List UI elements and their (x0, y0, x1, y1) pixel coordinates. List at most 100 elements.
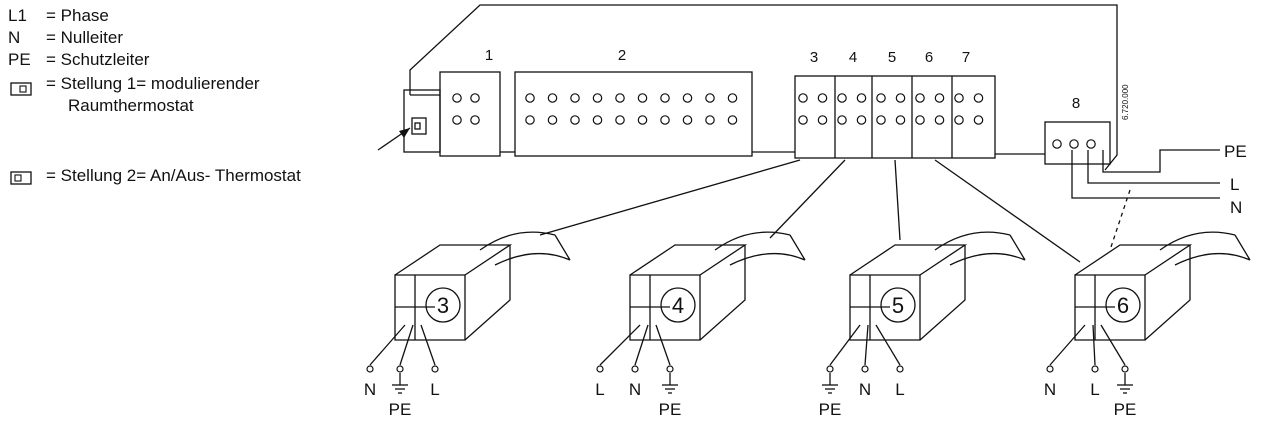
terminal-hole (817, 93, 828, 103)
connector-number-ring (880, 287, 916, 323)
terminal-hole (452, 115, 462, 125)
wire-label: PE (389, 400, 412, 419)
connector-side (1144, 245, 1191, 341)
terminal-hole (592, 93, 603, 103)
terminal-hole (1052, 139, 1062, 149)
connector-top (629, 244, 748, 276)
wire-label: L (1090, 380, 1099, 399)
wire (1049, 324, 1086, 366)
legend-value: = Nulleiter (46, 28, 124, 47)
cable-stub (1159, 231, 1251, 266)
terminal-8-label: 8 (1072, 95, 1080, 112)
wire (1092, 324, 1096, 366)
selector-switch-knob (414, 122, 421, 130)
thermostat-cable (409, 4, 1118, 171)
terminal-hole (727, 115, 738, 125)
wire (655, 324, 671, 366)
terminal-hole (973, 115, 984, 125)
connector-top (394, 244, 513, 276)
wire-terminal-icon (861, 365, 869, 373)
terminal-hole (837, 115, 847, 125)
selector-switch (411, 117, 427, 135)
wire-terminal-icon (1091, 365, 1099, 373)
cable-stub (714, 231, 806, 266)
terminal-hole (954, 115, 964, 125)
wire-label: L (430, 380, 439, 399)
serial-label: 6.720.000 (1121, 84, 1130, 120)
mains-lead-n (1071, 150, 1220, 199)
wire-terminal-icon (396, 365, 404, 373)
terminal-holes (452, 93, 1096, 149)
terminal-hole (798, 115, 808, 125)
terminal-hole (798, 93, 808, 103)
cable-4 (769, 159, 846, 239)
mains-l-label: L (1230, 175, 1239, 194)
wire (829, 324, 861, 366)
terminal-hole (615, 115, 625, 125)
legend-key: N (8, 28, 21, 47)
connector-number: 6 (1117, 293, 1129, 318)
wire-terminal-icon (366, 365, 374, 373)
wire (864, 324, 869, 366)
terminal-hole (452, 93, 462, 103)
connector-side (464, 245, 511, 341)
terminal-hole (525, 93, 535, 103)
terminal-hole (592, 115, 603, 125)
terminal-hole (682, 115, 693, 125)
connector-number-ring (425, 287, 461, 323)
legend-value: = Phase (46, 6, 109, 25)
wire-terminal-icon (631, 365, 639, 373)
terminal-hole (876, 93, 886, 103)
terminal-hole (660, 115, 670, 125)
terminal-hole (525, 115, 535, 125)
terminal-1-label: 1 (485, 47, 493, 64)
terminal-group-3-7 (794, 75, 996, 159)
wire-label: N (629, 380, 641, 399)
dashed-link (1109, 189, 1131, 251)
terminal-hole (895, 115, 906, 125)
terminal-block-1 (439, 71, 501, 157)
wire-terminal-icon (1121, 365, 1129, 373)
cable-6 (934, 159, 1081, 263)
terminal-5-label: 5 (888, 49, 896, 66)
legend-key: L1 (8, 6, 27, 25)
wire-terminal-icon (1046, 365, 1054, 373)
legend-value: = Stellung 1= modulierender (46, 74, 260, 93)
wire-terminal-icon (666, 365, 674, 373)
switch-position-2-icon (10, 171, 32, 185)
legend-value-continued: Raumthermostat (68, 96, 194, 115)
connector-top (849, 244, 968, 276)
cable-stub (934, 231, 1026, 266)
wire (420, 324, 436, 366)
terminal-hole (637, 115, 648, 125)
terminal-7-label: 7 (962, 49, 970, 66)
terminal-hole (817, 115, 828, 125)
terminal-6-label: 6 (925, 49, 933, 66)
terminal-hole (895, 93, 906, 103)
terminal-hole (470, 115, 480, 125)
connector-number: 4 (672, 293, 684, 318)
wire-terminal-icon (896, 365, 904, 373)
wire-label: N (859, 380, 871, 399)
mains-lead-l (1087, 150, 1220, 184)
wire (369, 324, 406, 366)
terminal-hole (856, 93, 867, 103)
terminal-hole (837, 93, 847, 103)
terminal-hole (1069, 139, 1079, 149)
terminal-hole (547, 93, 558, 103)
terminal-hole (660, 93, 670, 103)
wire-label: L (895, 380, 904, 399)
terminal-hole (570, 115, 580, 125)
wire (875, 324, 901, 366)
legend-value: = Schutzleiter (46, 50, 150, 69)
connector-number-ring (660, 287, 696, 323)
wire (599, 324, 641, 366)
connector-top (1074, 244, 1193, 276)
connector-side (919, 245, 966, 341)
wire-label: PE (659, 400, 682, 419)
legend-value: = Stellung 2= An/Aus- Thermostat (46, 166, 301, 185)
terminal-block-2 (514, 71, 753, 157)
